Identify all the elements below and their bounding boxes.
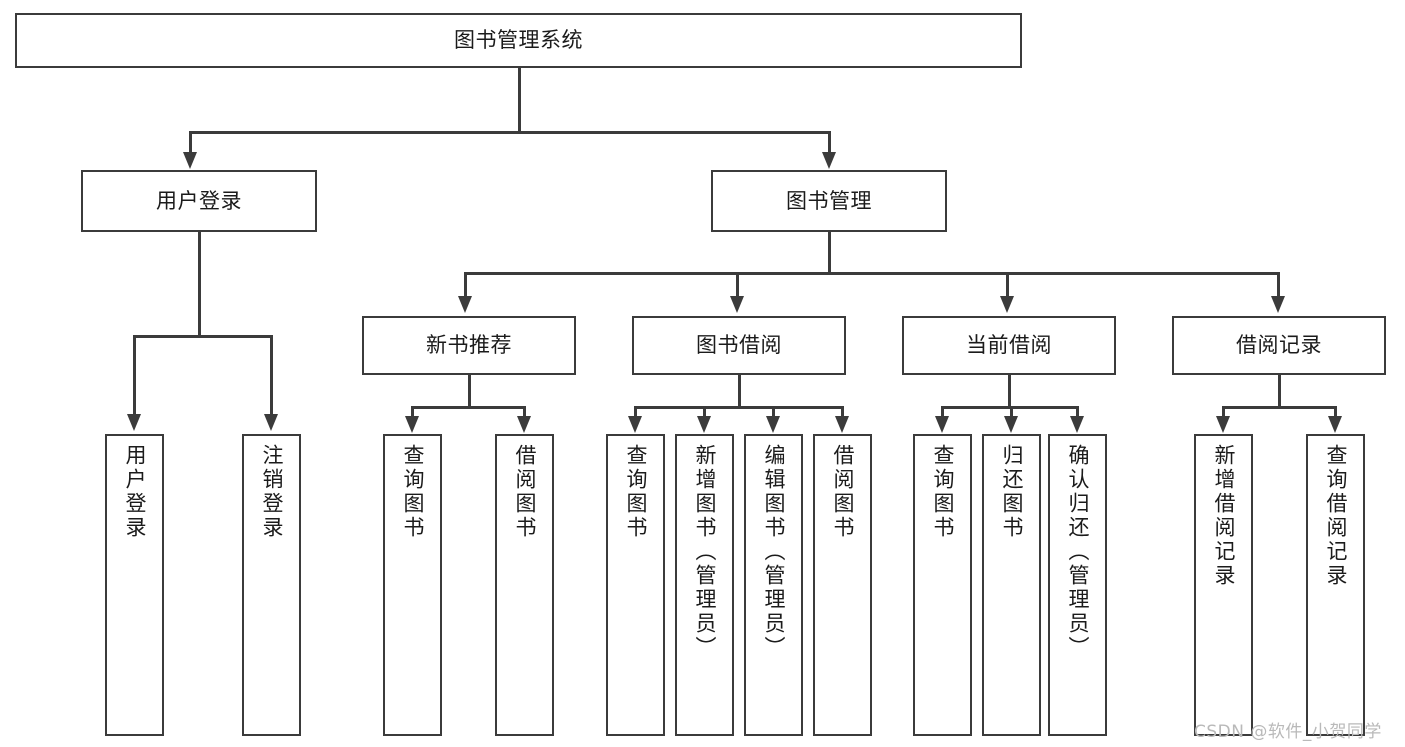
node-leaf-query-book-3[interactable]: 查询图书 (913, 434, 972, 736)
arrow-book-manage-to-new-book (458, 296, 472, 313)
connector-book-manage-drop-1 (464, 272, 467, 298)
connector-root-to-book-manage (828, 131, 831, 155)
arrow-current-borrow-to-leaf-3 (1070, 416, 1084, 433)
connector-current-borrow-drop-1 (941, 406, 944, 418)
arrow-current-borrow-to-leaf-1 (935, 416, 949, 433)
connector-user-login-bus (133, 335, 272, 338)
node-book-borrow-label: 图书借阅 (696, 333, 782, 358)
node-leaf-borrow-book-1[interactable]: 借阅图书 (495, 434, 554, 736)
connector-book-borrow-drop-4 (841, 406, 844, 418)
connector-user-login-stem (198, 232, 201, 336)
node-book-borrow[interactable]: 图书借阅 (632, 316, 846, 375)
node-leaf-borrow-book-2[interactable]: 借阅图书 (813, 434, 872, 736)
connector-book-borrow-bus (634, 406, 843, 409)
arrow-new-book-to-leaf-1 (405, 416, 419, 433)
connector-borrow-record-drop-2 (1334, 406, 1337, 418)
node-borrow-record-label: 借阅记录 (1236, 333, 1322, 358)
connector-current-borrow-bus (941, 406, 1078, 409)
arrow-root-to-book-manage (822, 152, 836, 169)
connector-book-manage-drop-2 (736, 272, 739, 298)
node-book-manage[interactable]: 图书管理 (711, 170, 947, 232)
connector-root-stem (518, 68, 521, 132)
node-new-book-recommend[interactable]: 新书推荐 (362, 316, 576, 375)
node-leaf-query-book-1-label: 查询图书 (401, 444, 425, 540)
connector-book-borrow-drop-3 (772, 406, 775, 418)
connector-root-bus (189, 131, 830, 134)
node-leaf-add-record[interactable]: 新增借阅记录 (1194, 434, 1253, 736)
node-leaf-confirm-return-label: 确认归还（管理员） (1066, 444, 1090, 660)
connector-user-login-drop-2 (270, 335, 273, 416)
connector-book-manage-bus (464, 272, 1280, 275)
node-borrow-record[interactable]: 借阅记录 (1172, 316, 1386, 375)
connector-borrow-record-stem (1278, 375, 1281, 407)
node-leaf-return-book[interactable]: 归还图书 (982, 434, 1041, 736)
arrow-book-borrow-to-leaf-3 (766, 416, 780, 433)
connector-current-borrow-drop-2 (1010, 406, 1013, 418)
connector-current-borrow-drop-3 (1076, 406, 1079, 418)
node-leaf-add-book-label: 新增图书（管理员） (693, 444, 717, 660)
connector-root-to-user-login (189, 131, 192, 155)
node-leaf-query-book-2-label: 查询图书 (624, 444, 648, 540)
watermark-text: CSDN @软件_小贺同学 (1194, 722, 1382, 742)
node-leaf-add-book[interactable]: 新增图书（管理员） (675, 434, 734, 736)
connector-new-book-stem (468, 375, 471, 407)
node-leaf-borrow-book-1-label: 借阅图书 (513, 444, 537, 540)
connector-borrow-record-bus (1222, 406, 1337, 409)
connector-book-manage-drop-3 (1006, 272, 1009, 298)
node-book-manage-label: 图书管理 (786, 188, 872, 213)
arrow-book-borrow-to-leaf-4 (835, 416, 849, 433)
node-leaf-user-login[interactable]: 用户登录 (105, 434, 164, 736)
node-leaf-query-record[interactable]: 查询借阅记录 (1306, 434, 1365, 736)
node-leaf-user-login-label: 用户登录 (123, 444, 147, 540)
connector-user-login-drop-1 (133, 335, 136, 416)
connector-book-manage-drop-4 (1277, 272, 1280, 298)
node-new-book-recommend-label: 新书推荐 (426, 333, 512, 358)
connector-book-manage-stem (828, 232, 831, 273)
arrow-user-login-to-leaf-2 (264, 414, 278, 431)
node-current-borrow[interactable]: 当前借阅 (902, 316, 1116, 375)
connector-new-book-drop-1 (411, 406, 414, 418)
node-leaf-edit-book[interactable]: 编辑图书（管理员） (744, 434, 803, 736)
node-leaf-edit-book-label: 编辑图书（管理员） (762, 444, 786, 660)
node-root[interactable]: 图书管理系统 (15, 13, 1022, 68)
node-leaf-query-record-label: 查询借阅记录 (1324, 444, 1348, 588)
arrow-root-to-user-login (183, 152, 197, 169)
arrow-borrow-record-to-leaf-2 (1328, 416, 1342, 433)
node-leaf-query-book-2[interactable]: 查询图书 (606, 434, 665, 736)
arrow-book-manage-to-current-borrow (1000, 296, 1014, 313)
arrow-book-borrow-to-leaf-2 (697, 416, 711, 433)
node-leaf-query-book-3-label: 查询图书 (931, 444, 955, 540)
arrow-user-login-to-leaf-1 (127, 414, 141, 431)
connector-current-borrow-stem (1008, 375, 1011, 407)
node-leaf-user-logout[interactable]: 注销登录 (242, 434, 301, 736)
node-user-login-label: 用户登录 (156, 188, 242, 213)
arrow-book-borrow-to-leaf-1 (628, 416, 642, 433)
node-leaf-confirm-return[interactable]: 确认归还（管理员） (1048, 434, 1107, 736)
node-leaf-add-record-label: 新增借阅记录 (1212, 444, 1236, 588)
node-leaf-borrow-book-2-label: 借阅图书 (831, 444, 855, 540)
connector-book-borrow-drop-2 (703, 406, 706, 418)
node-user-login[interactable]: 用户登录 (81, 170, 317, 232)
node-current-borrow-label: 当前借阅 (966, 333, 1052, 358)
connector-new-book-drop-2 (523, 406, 526, 418)
connector-book-borrow-drop-1 (634, 406, 637, 418)
node-leaf-query-book-1[interactable]: 查询图书 (383, 434, 442, 736)
node-root-label: 图书管理系统 (454, 28, 583, 53)
arrow-borrow-record-to-leaf-1 (1216, 416, 1230, 433)
arrow-book-manage-to-borrow-record (1271, 296, 1285, 313)
connector-new-book-bus (411, 406, 526, 409)
connector-book-borrow-stem (738, 375, 741, 407)
node-leaf-return-book-label: 归还图书 (1000, 444, 1024, 540)
arrow-new-book-to-leaf-2 (517, 416, 531, 433)
node-leaf-user-logout-label: 注销登录 (260, 444, 284, 540)
arrow-current-borrow-to-leaf-2 (1004, 416, 1018, 433)
connector-borrow-record-drop-1 (1222, 406, 1225, 418)
arrow-book-manage-to-book-borrow (730, 296, 744, 313)
